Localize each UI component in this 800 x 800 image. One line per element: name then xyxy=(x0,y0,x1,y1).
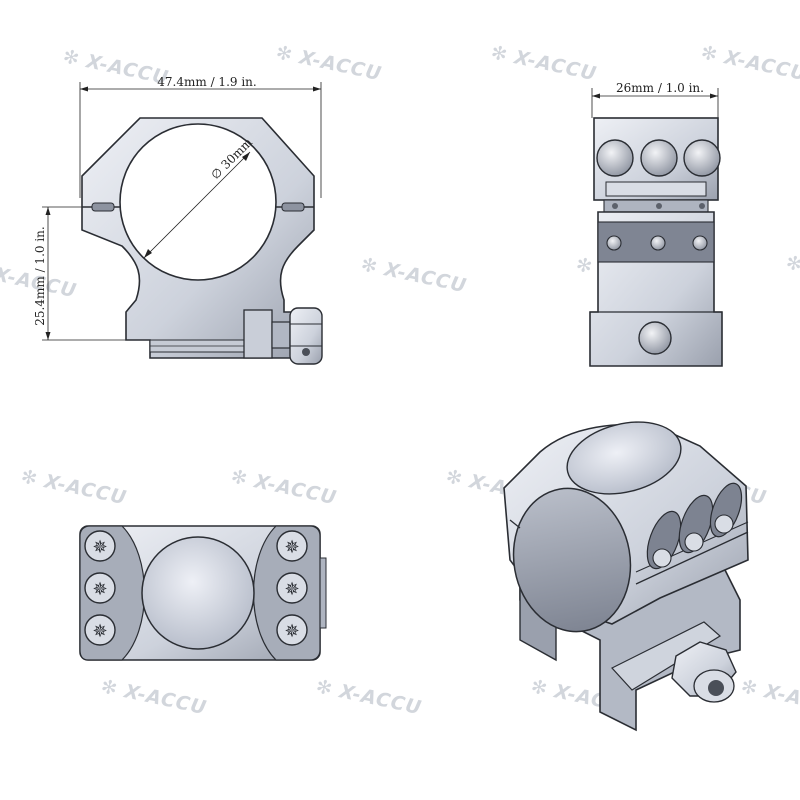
clamp-bolt-front xyxy=(243,307,323,365)
svg-text:✻: ✻ xyxy=(314,675,335,700)
watermark: ✻ X-ACCU xyxy=(699,41,800,85)
svg-text:X-ACCU: X-ACCU xyxy=(721,46,800,85)
svg-text:X-ACCU: X-ACCU xyxy=(381,258,468,297)
svg-text:✵: ✵ xyxy=(284,621,299,642)
svg-text:✻: ✻ xyxy=(229,465,250,490)
watermark: ✻ X-ACCU xyxy=(274,41,384,85)
top-view: ✵ ✵ ✵ ✵ ✵ ✵ xyxy=(79,525,327,661)
watermark: ✻ X-ACCU xyxy=(739,675,800,719)
svg-text:✻: ✻ xyxy=(574,253,595,278)
svg-text:✻: ✻ xyxy=(99,675,120,700)
front-view: 47.4mm / 1.9 in. 25.4mm / 1.0 in. ∅ 30mm xyxy=(33,75,323,365)
isometric-view xyxy=(503,421,749,732)
svg-text:✻: ✻ xyxy=(489,41,510,66)
svg-text:X-ACCU: X-ACCU xyxy=(336,680,423,719)
watermark: ✻ X-ACCU xyxy=(99,675,209,719)
svg-text:X-ACCU: X-ACCU xyxy=(251,470,338,509)
torx-screws-left: ✵ ✵ ✵ xyxy=(84,530,116,646)
height-label: 25.4mm / 1.0 in. xyxy=(33,226,47,325)
svg-text:✵: ✵ xyxy=(92,621,107,642)
svg-text:X-ACCU: X-ACCU xyxy=(761,680,800,719)
side-view: 26mm / 1.0 in. xyxy=(589,81,723,367)
watermark: ✻ X-ACCU xyxy=(784,251,800,276)
svg-text:✻: ✻ xyxy=(19,465,40,490)
svg-text:✵: ✵ xyxy=(284,537,299,558)
svg-text:X-ACCU: X-ACCU xyxy=(296,46,383,85)
watermark: ✻ X-ACCU xyxy=(229,465,339,509)
watermark: ✻ X-ACCU xyxy=(489,41,599,85)
svg-text:✵: ✵ xyxy=(284,579,299,600)
iso-nut xyxy=(671,641,737,703)
watermark: ✻ X-ACCU xyxy=(61,45,171,89)
ring-bore-front xyxy=(119,123,277,281)
svg-text:✵: ✵ xyxy=(92,537,107,558)
iso-bore xyxy=(512,487,632,633)
svg-text:✻: ✻ xyxy=(699,41,720,66)
svg-text:✻: ✻ xyxy=(274,41,295,66)
dimension-width-front: 47.4mm / 1.9 in. xyxy=(79,75,322,198)
width-label: 47.4mm / 1.9 in. xyxy=(157,75,256,89)
svg-text:X-ACCU: X-ACCU xyxy=(511,46,598,85)
watermark: ✻ X-ACCU xyxy=(359,253,469,297)
svg-text:✻: ✻ xyxy=(359,253,380,278)
svg-text:✻: ✻ xyxy=(529,675,550,700)
svg-text:✵: ✵ xyxy=(92,579,107,600)
ring-top-disc xyxy=(141,536,255,650)
svg-text:✻: ✻ xyxy=(739,675,760,700)
watermark: ✻ X-ACCU xyxy=(314,675,424,719)
svg-text:✻: ✻ xyxy=(61,45,82,70)
svg-text:X-ACCU: X-ACCU xyxy=(121,680,208,719)
watermark: ✻ X-ACCU xyxy=(19,465,129,509)
torx-screws-right: ✵ ✵ ✵ xyxy=(276,530,308,646)
iso-top-disc xyxy=(566,421,682,495)
svg-text:X-ACCU: X-ACCU xyxy=(41,470,128,509)
iso-screws xyxy=(646,482,743,570)
dimension-width-side: 26mm / 1.0 in. xyxy=(591,81,719,118)
svg-text:✻: ✻ xyxy=(784,251,800,276)
svg-text:✻: ✻ xyxy=(444,465,465,490)
side-width-label: 26mm / 1.0 in. xyxy=(616,81,704,95)
